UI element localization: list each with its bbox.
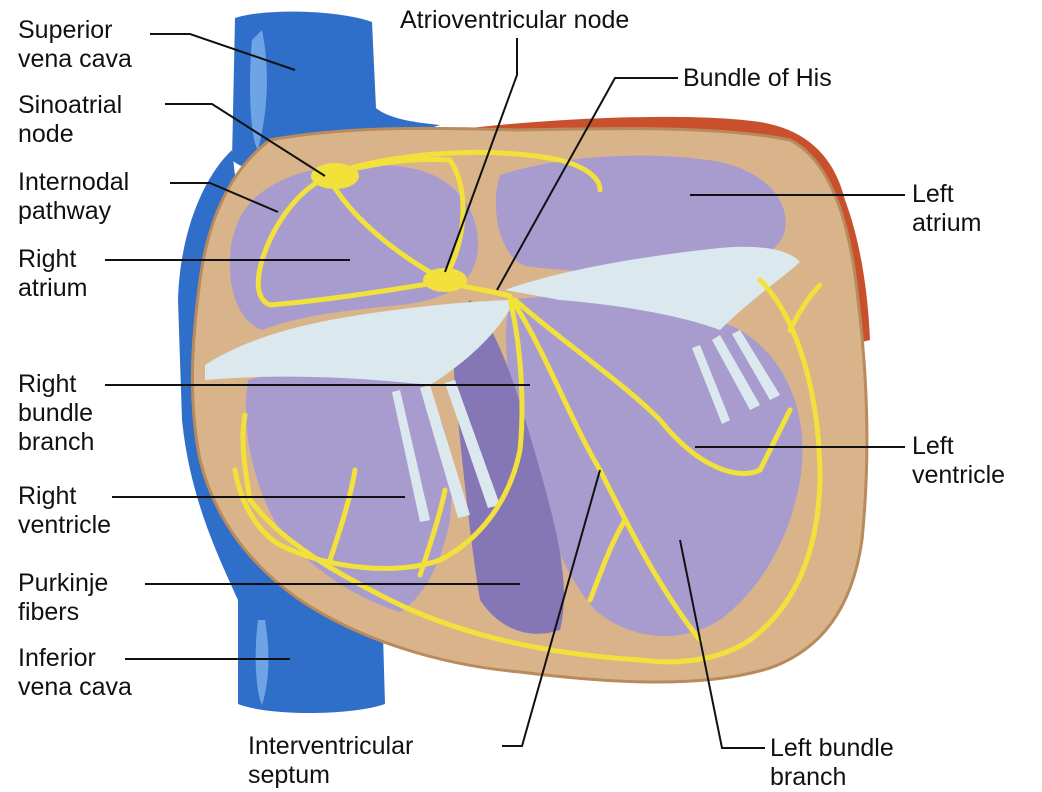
label-internodal-pathway-line-2: pathway xyxy=(18,197,129,226)
label-interventricular-septum-line-2: septum xyxy=(248,761,413,790)
label-left-bundle-branch: Left bundle branch xyxy=(770,734,894,792)
label-purkinje-fibers-line-2: fibers xyxy=(18,598,108,627)
label-left-atrium-line-2: atrium xyxy=(912,209,981,238)
label-right-bundle-branch-line-1: Right xyxy=(18,370,94,399)
label-superior-vena-cava: Superior vena cava xyxy=(18,16,132,74)
label-purkinje-fibers-line-1: Purkinje xyxy=(18,569,108,598)
label-sinoatrial-node: Sinoatrial node xyxy=(18,91,122,149)
label-interventricular-septum: Interventricular septum xyxy=(248,732,413,790)
label-atrioventricular-node: Atrioventricular node xyxy=(400,6,629,35)
label-purkinje-fibers: Purkinje fibers xyxy=(18,569,108,627)
label-sinoatrial-node-line-1: Sinoatrial xyxy=(18,91,122,120)
label-left-atrium-line-1: Left xyxy=(912,180,981,209)
label-left-ventricle: Left ventricle xyxy=(912,432,1005,490)
label-inferior-vena-cava-line-1: Inferior xyxy=(18,644,132,673)
label-right-bundle-branch-line-2: bundle xyxy=(18,399,94,428)
label-right-atrium: Right atrium xyxy=(18,245,87,303)
label-right-ventricle: Right ventricle xyxy=(18,482,111,540)
label-left-bundle-branch-line-1: Left bundle xyxy=(770,734,894,763)
label-right-ventricle-line-1: Right xyxy=(18,482,111,511)
label-internodal-pathway-line-1: Internodal xyxy=(18,168,129,197)
sinoatrial-node-mark xyxy=(311,163,359,189)
label-right-ventricle-line-2: ventricle xyxy=(18,511,111,540)
label-right-bundle-branch: Right bundle branch xyxy=(18,370,94,457)
label-inferior-vena-cava-line-2: vena cava xyxy=(18,673,132,702)
label-left-ventricle-line-2: ventricle xyxy=(912,461,1005,490)
label-superior-vena-cava-line-2: vena cava xyxy=(18,45,132,74)
label-interventricular-septum-line-1: Interventricular xyxy=(248,732,413,761)
label-atrioventricular-node-line-1: Atrioventricular node xyxy=(400,6,629,35)
label-right-atrium-line-2: atrium xyxy=(18,274,87,303)
label-internodal-pathway: Internodal pathway xyxy=(18,168,129,226)
label-inferior-vena-cava: Inferior vena cava xyxy=(18,644,132,702)
label-bundle-of-his: Bundle of His xyxy=(683,64,832,93)
label-right-atrium-line-1: Right xyxy=(18,245,87,274)
label-left-ventricle-line-1: Left xyxy=(912,432,1005,461)
label-sinoatrial-node-line-2: node xyxy=(18,120,122,149)
label-right-bundle-branch-line-3: branch xyxy=(18,428,94,457)
label-left-atrium: Left atrium xyxy=(912,180,981,238)
label-superior-vena-cava-line-1: Superior xyxy=(18,16,132,45)
label-bundle-of-his-line-1: Bundle of His xyxy=(683,64,832,93)
